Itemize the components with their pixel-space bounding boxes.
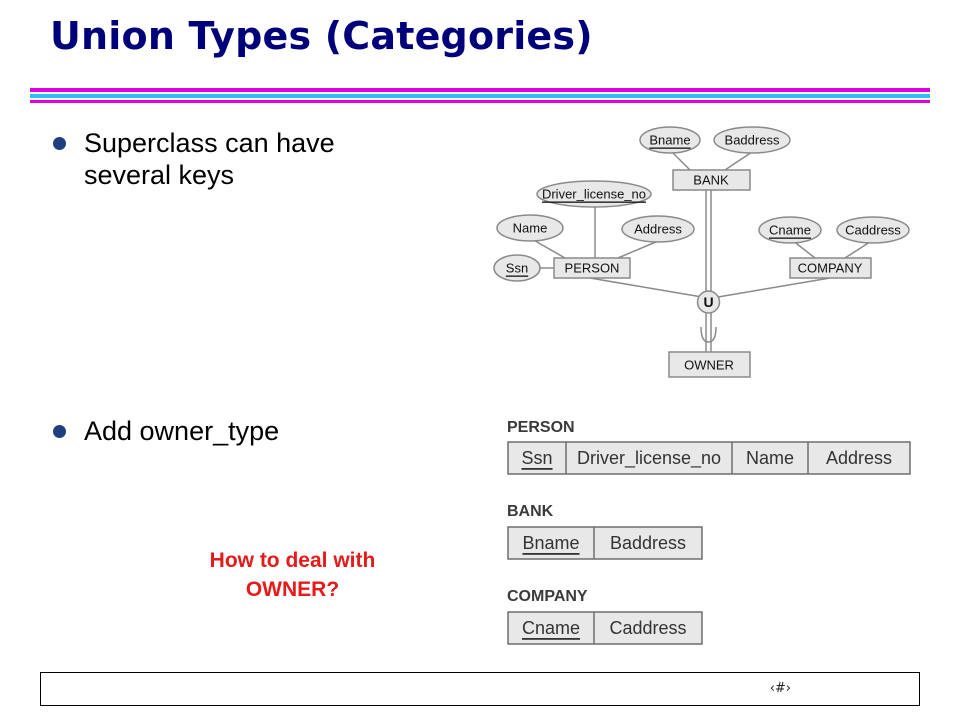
entity-company: COMPANY [798, 261, 863, 276]
attr-name: Name [513, 221, 548, 236]
schema-name-company: COMPANY [507, 588, 588, 605]
schema-name-bank: BANK [507, 503, 554, 520]
schema-name-person: PERSON [507, 419, 575, 436]
bullet-owner-type: Add owner_type [53, 415, 279, 447]
company-col-cname: Cname [522, 618, 580, 638]
union-symbol: U [703, 294, 713, 310]
attr-address: Address [634, 222, 682, 237]
page-number: ‹#› [769, 681, 791, 696]
bank-col-bname: Bname [522, 533, 579, 553]
bullet-dot [53, 137, 66, 150]
entity-bank: BANK [693, 173, 729, 188]
question-text: How to deal with OWNER? [209, 549, 376, 601]
title-rule-magenta-lower [30, 100, 930, 103]
title-rule-magenta [30, 88, 930, 92]
attr-driver-license-no: Driver_license_no [542, 187, 646, 202]
entity-person: PERSON [565, 261, 620, 276]
bullet-text: Superclass can have several keys [84, 128, 335, 190]
attr-bname: Bname [649, 133, 690, 148]
slide-title: Union Types (Categories) [50, 14, 593, 58]
entity-owner: OWNER [684, 358, 734, 373]
bullet-dot [53, 425, 66, 438]
title-rule-cyan [30, 94, 930, 98]
attr-baddress: Baddress [725, 133, 780, 148]
attr-ssn: Ssn [506, 261, 528, 276]
company-col-caddress: Caddress [609, 618, 686, 638]
bank-col-baddress: Baddress [610, 533, 686, 553]
attr-cname: Cname [769, 223, 811, 238]
person-col-name: Name [746, 448, 794, 468]
person-col-driver-license-no: Driver_license_no [577, 448, 721, 469]
person-col-address: Address [826, 448, 892, 468]
attr-caddress: Caddress [845, 223, 901, 238]
bullet-superclass-keys: Superclass can have several keys [53, 127, 335, 191]
person-col-ssn: Ssn [521, 448, 552, 468]
bullet-text: Add owner_type [84, 416, 280, 446]
footer-bar: ‹#› [40, 672, 920, 706]
